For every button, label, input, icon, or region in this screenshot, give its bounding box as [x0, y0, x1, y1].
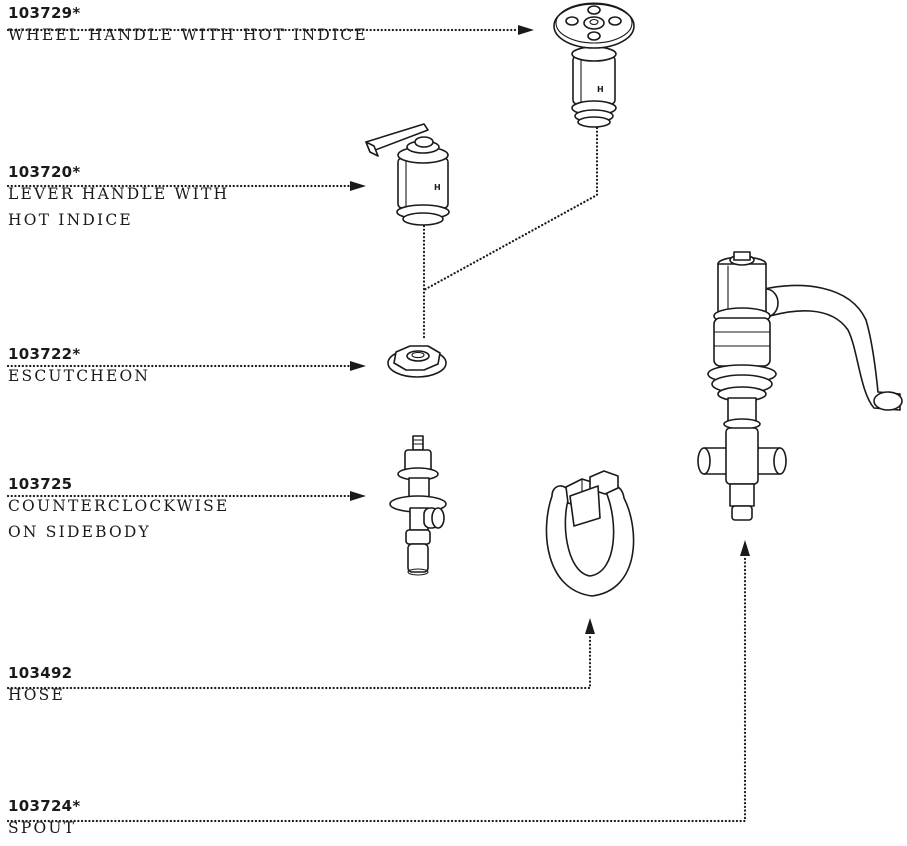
part-number: 103722* — [8, 345, 81, 363]
hose-icon — [545, 470, 635, 597]
part-description: COUNTERCLOCKWISE — [8, 497, 230, 515]
part-number: 103729* — [8, 4, 81, 22]
leader-line-103492 — [6, 632, 592, 690]
part-label-103492: 103492 HOSE — [8, 664, 72, 708]
part-label-103724: 103724* SPOUT — [8, 797, 81, 841]
part-description: ON SIDEBODY — [8, 523, 151, 541]
arrow-icon — [350, 361, 366, 371]
part-number: 103720* — [8, 163, 81, 181]
part-label-103725: 103725 COUNTERCLOCKWISE ON SIDEBODY — [8, 475, 229, 545]
part-label-103722: 103722* ESCUTCHEON — [8, 345, 150, 389]
part-number: 103725 — [8, 475, 73, 493]
arrow-icon — [740, 540, 750, 556]
arrow-icon — [350, 181, 366, 191]
wheel-handle-icon: H — [553, 2, 635, 128]
hot-indice-icon: H — [597, 85, 604, 94]
leader-lines — [6, 25, 750, 823]
part-number: 103724* — [8, 797, 81, 815]
part-description: LEVER HANDLE WITH — [8, 185, 230, 203]
assembly-line-wheel — [422, 126, 599, 292]
part-description: SPOUT — [8, 819, 77, 837]
part-number: 103492 — [8, 664, 73, 682]
leader-line-103724 — [6, 554, 747, 823]
part-label-103720: 103720* LEVER HANDLE WITH HOT INDICE — [8, 163, 229, 233]
arrow-icon — [585, 618, 595, 634]
part-description: HOT INDICE — [8, 211, 133, 229]
part-description: ESCUTCHEON — [8, 367, 151, 385]
hot-indice-icon: H — [434, 183, 441, 192]
arrow-icon — [350, 491, 366, 501]
spout-icon — [697, 251, 903, 521]
arrow-icon — [518, 25, 534, 35]
lever-handle-icon: H — [365, 123, 450, 226]
escutcheon-icon — [387, 345, 447, 378]
valve-sidebody-icon — [389, 435, 447, 576]
part-description: HOSE — [8, 686, 65, 704]
